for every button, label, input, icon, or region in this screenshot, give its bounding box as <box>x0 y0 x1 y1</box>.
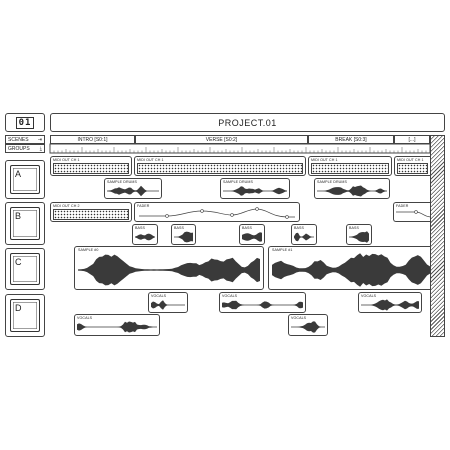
project-title: PROJECT.01 <box>218 117 277 128</box>
track-b-label: B <box>15 211 22 221</box>
clip-vocals-3-label: VOCALS <box>361 294 377 298</box>
clip-bass-2-label: BASS <box>174 226 184 230</box>
timeline-end-marker <box>430 135 445 337</box>
clip-fader-1[interactable]: FADER <box>134 202 300 222</box>
automation-curve[interactable] <box>137 207 297 220</box>
clip-drums-3[interactable]: SAMPLE DRUMS <box>314 178 390 199</box>
scenes-label: SCENES <box>8 137 29 143</box>
clip-sample-0[interactable]: SAMPLE #0 <box>74 246 264 290</box>
track-d-keycap: D <box>10 299 40 332</box>
clip-bass-5[interactable]: BASS <box>346 224 372 245</box>
arrow-right-icon[interactable]: ⇥ <box>37 137 42 143</box>
track-d-label: D <box>15 303 22 313</box>
waveform <box>223 186 287 196</box>
midi-pattern <box>53 209 129 220</box>
waveform <box>291 321 325 333</box>
track-a-label: A <box>15 169 22 179</box>
clip-bass-5-label: BASS <box>349 226 359 230</box>
clip-sample-0-label: SAMPLE #0 <box>78 248 99 252</box>
clip-midi-a-3-label: MIDI OUT CH 1 <box>311 158 338 162</box>
clip-vocals-3[interactable]: VOCALS <box>358 292 422 313</box>
clip-vocals-4[interactable]: VOCALS <box>74 314 160 336</box>
waveform <box>294 232 314 242</box>
track-a-keycap: A <box>10 165 40 194</box>
clip-sample-1[interactable]: SAMPLE #1 <box>268 246 430 290</box>
logo-mark: 01 <box>15 116 35 129</box>
waveform <box>174 231 193 243</box>
scenes-row-header[interactable]: SCENES ⇥ <box>5 135 45 144</box>
clip-midi-a-2[interactable]: MIDI OUT CH 1 <box>134 156 306 176</box>
track-c-key[interactable]: C <box>5 248 45 290</box>
scene-intro[interactable]: INTRO [S0:1] <box>50 135 135 144</box>
clip-midi-a-1[interactable]: MIDI OUT CH 1 <box>50 156 132 176</box>
waveform <box>317 185 387 197</box>
midi-pattern <box>311 163 389 174</box>
clip-midi-a-4[interactable]: MIDI OUT CH 1 <box>394 156 430 176</box>
clip-drums-3-label: SAMPLE DRUMS <box>317 180 347 184</box>
waveform <box>361 299 419 311</box>
clip-midi-a-3[interactable]: MIDI OUT CH 1 <box>308 156 392 176</box>
track-a-key[interactable]: A <box>5 160 45 199</box>
midi-pattern <box>137 163 303 174</box>
waveform <box>349 231 369 243</box>
clip-bass-3-label: BASS <box>242 226 252 230</box>
clip-vocals-5[interactable]: VOCALS <box>288 314 328 336</box>
clip-fader-1-label: FADER <box>137 204 150 208</box>
title-bar: PROJECT.01 <box>50 113 445 132</box>
midi-pattern <box>53 163 129 174</box>
track-c-keycap: C <box>10 253 40 285</box>
clip-bass-4-label: BASS <box>294 226 304 230</box>
clip-bass-1[interactable]: BASS <box>132 224 158 245</box>
scene-intro-label: INTRO [S0:1] <box>77 137 108 143</box>
clip-fader-2[interactable]: FADER <box>393 202 432 222</box>
clip-vocals-1-label: VOCALS <box>151 294 167 298</box>
track-b-key[interactable]: B <box>5 202 45 245</box>
groups-label: GROUPS <box>8 146 30 152</box>
clip-vocals-2-label: VOCALS <box>222 294 238 298</box>
clip-bass-1-label: BASS <box>135 226 145 230</box>
clip-vocals-1[interactable]: VOCALS <box>148 292 188 313</box>
scene-break-label: BREAK [S0:3] <box>335 137 367 143</box>
waveform <box>272 253 430 287</box>
clip-vocals-4-label: VOCALS <box>77 316 93 320</box>
waveform <box>151 300 185 310</box>
timeline-header: INTRO [S0:1] VERSE [S0:2] BREAK [S0:3] [… <box>49 135 431 154</box>
scene-verse-label: VERSE [S0:2] <box>205 137 238 143</box>
scene-break[interactable]: BREAK [S0:3] <box>308 135 394 144</box>
midi-pattern <box>397 163 428 174</box>
clip-vocals-5-label: VOCALS <box>291 316 307 320</box>
waveform <box>78 254 260 286</box>
clip-bass-3[interactable]: BASS <box>239 224 265 245</box>
waveform <box>135 233 155 241</box>
timeline-ruler[interactable] <box>49 143 431 154</box>
clip-bass-4[interactable]: BASS <box>291 224 317 245</box>
clip-midi-a-2-label: MIDI OUT CH 1 <box>137 158 164 162</box>
track-c-label: C <box>15 257 22 267</box>
track-d-key[interactable]: D <box>5 294 45 337</box>
clip-sample-1-label: SAMPLE #1 <box>272 248 293 252</box>
scene-verse[interactable]: VERSE [S0:2] <box>135 135 308 144</box>
clip-midi-b[interactable]: MIDI OUT CH 2 <box>50 202 132 222</box>
clip-vocals-2[interactable]: VOCALS <box>219 292 306 313</box>
clip-fader-2-label: FADER <box>396 204 409 208</box>
clip-midi-a-4-label: MIDI OUT CH 1 <box>397 158 424 162</box>
clip-midi-a-1-label: MIDI OUT CH 1 <box>53 158 80 162</box>
automation-curve[interactable] <box>396 208 432 220</box>
arrow-down-icon[interactable]: ⤓ <box>39 146 42 152</box>
clip-drums-2-label: SAMPLE DRUMS <box>223 180 253 184</box>
clip-drums-1[interactable]: SAMPLE DRUMS <box>104 178 162 199</box>
waveform <box>107 185 159 197</box>
clip-bass-2[interactable]: BASS <box>171 224 196 245</box>
logo: 01 <box>5 113 45 132</box>
waveform <box>77 321 157 333</box>
clip-drums-2[interactable]: SAMPLE DRUMS <box>220 178 290 199</box>
scene-more-label: [...] <box>408 137 416 143</box>
track-b-keycap: B <box>10 207 40 240</box>
clip-drums-1-label: SAMPLE DRUMS <box>107 180 137 184</box>
scene-more[interactable]: [...] <box>394 135 430 144</box>
groups-row-header[interactable]: GROUPS ⤓ <box>5 144 45 153</box>
waveform <box>242 232 262 242</box>
waveform <box>222 300 303 310</box>
clip-midi-b-label: MIDI OUT CH 2 <box>53 204 80 208</box>
